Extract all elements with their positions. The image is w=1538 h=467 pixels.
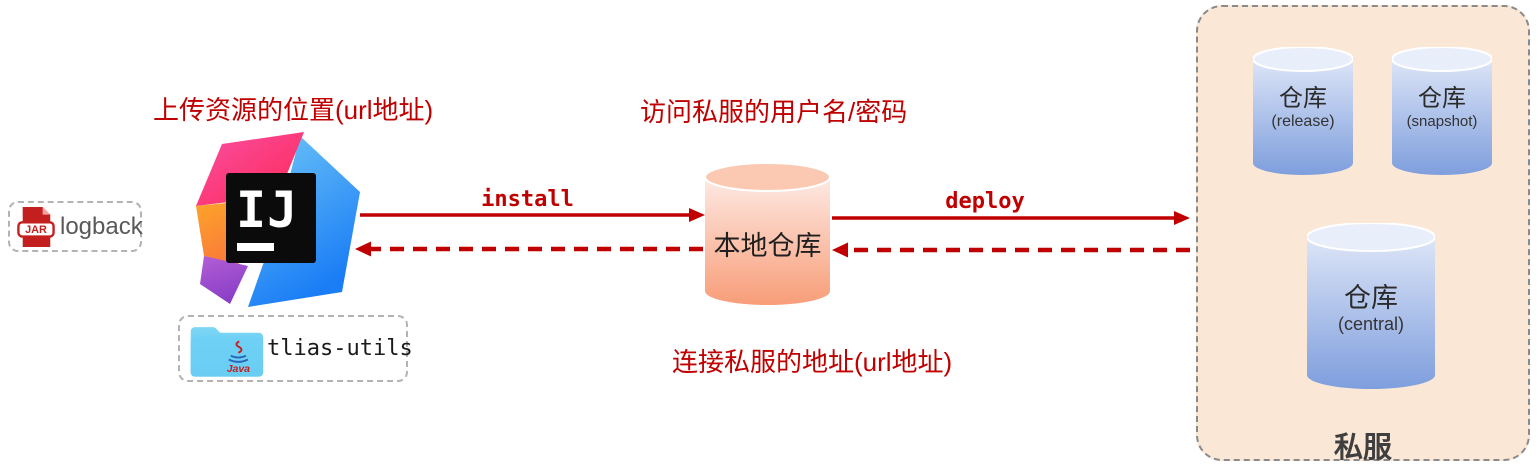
local-repo-cylinder [704, 162, 831, 305]
upload-location-note: 上传资源的位置(url地址) [153, 95, 434, 125]
jar-file-icon: JAR [17, 206, 55, 248]
intellij-idea-logo: IJ [192, 130, 362, 310]
java-badge-text: Java [227, 363, 250, 374]
release-repo-cylinder [1252, 46, 1354, 175]
snapshot-repo-cylinder [1391, 46, 1493, 175]
release-repo-name: 仓库 [1279, 85, 1327, 112]
release-repo-variant: (release) [1271, 112, 1335, 130]
central-repo-cylinder [1306, 222, 1436, 389]
java-folder-icon: Java [185, 320, 265, 378]
ide-monogram: IJ [236, 181, 298, 239]
deploy-solid-arrow [832, 211, 1190, 225]
snapshot-repo-label: 仓库 (snapshot) [1392, 85, 1492, 130]
jar-item-label: logback [60, 212, 143, 240]
release-repo-label: 仓库 (release) [1253, 85, 1353, 131]
deploy-arrow-label: deploy [945, 189, 1025, 214]
central-repo-label: 仓库 (central) [1307, 283, 1435, 335]
install-arrow-label: install [481, 187, 574, 212]
logback-jar-item: JAR logback [8, 201, 143, 252]
project-item-label: tlias-utils [267, 336, 413, 361]
central-repo-variant: (central) [1337, 314, 1404, 335]
connect-url-note: 连接私服的地址(url地址) [672, 347, 953, 377]
ide-underscore [237, 243, 274, 251]
private-server-label: 私服 [1333, 432, 1392, 464]
central-repo-name: 仓库 [1344, 283, 1398, 313]
deploy-dashed-return-arrow [832, 242, 1190, 258]
install-solid-arrow [360, 208, 705, 222]
install-dashed-return-arrow [355, 241, 703, 257]
tlias-utils-project-item: Java tlias-utils [178, 315, 413, 382]
snapshot-repo-variant: (snapshot) [1406, 112, 1478, 130]
credentials-note: 访问私服的用户名/密码 [640, 97, 908, 127]
local-repo-label: 本地仓库 [713, 231, 822, 261]
snapshot-repo-name: 仓库 [1418, 85, 1466, 112]
jar-badge-text: JAR [25, 224, 47, 236]
